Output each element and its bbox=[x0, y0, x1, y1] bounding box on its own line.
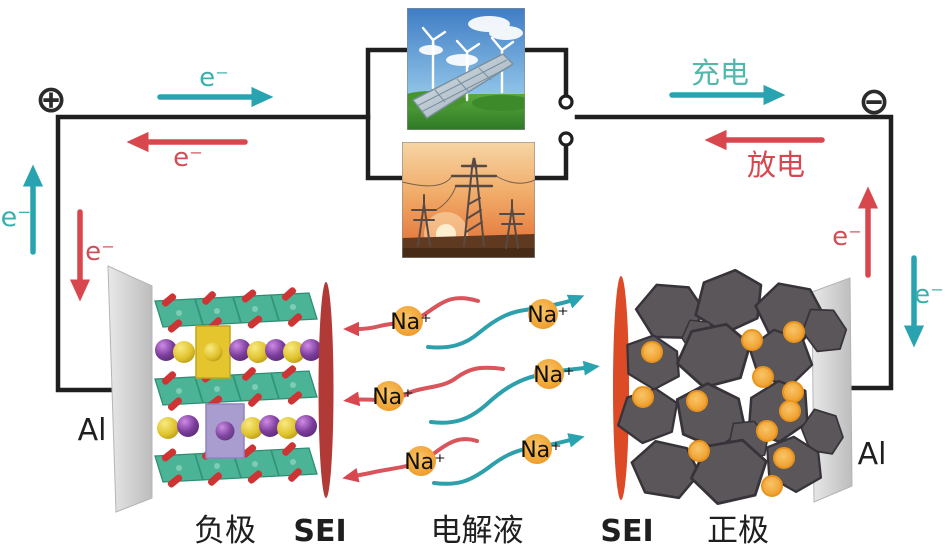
na-ion-label: Na⁺ bbox=[404, 450, 446, 475]
sei-label-left: SEI bbox=[293, 514, 346, 549]
negative-terminal-icon: ⊖ bbox=[858, 79, 890, 123]
anode-label: 负极 bbox=[194, 513, 256, 549]
na-ion-label: Na⁺ bbox=[372, 385, 414, 410]
transmission-towers-icon bbox=[402, 157, 535, 249]
electron-label-right-inner: e⁻ bbox=[832, 222, 862, 252]
na-ion-label: Na⁺ bbox=[527, 303, 569, 328]
electrolyte-label: 电解液 bbox=[431, 513, 524, 549]
electron-label-right-outer: e⁻ bbox=[914, 280, 944, 310]
electron-label-discharge-top: e⁻ bbox=[173, 143, 203, 173]
discharge-label: 放电 bbox=[747, 148, 805, 182]
sei-layer-cathode bbox=[613, 276, 629, 500]
solar-panel-icon bbox=[411, 53, 515, 119]
anode-layered-structure bbox=[154, 286, 322, 489]
electron-flow-arrows bbox=[22, 84, 925, 348]
clouds-icon bbox=[419, 16, 523, 66]
anode-slab-row bbox=[154, 286, 318, 489]
positive-terminal-icon: ⊕ bbox=[35, 77, 67, 121]
renewable-energy-image bbox=[407, 8, 525, 130]
na-ion-label: Na⁺ bbox=[390, 310, 432, 335]
circuit-wires bbox=[55, 47, 894, 393]
electron-label-left-outer: e⁻ bbox=[1, 202, 32, 233]
sei-label-right: SEI bbox=[600, 514, 653, 549]
sodium-ion-chain bbox=[155, 325, 322, 459]
power-grid-image bbox=[402, 142, 535, 258]
switch-contacts-icon bbox=[558, 94, 574, 147]
na-ion-label: Na⁺ bbox=[533, 363, 575, 388]
anode-current-collector bbox=[107, 265, 153, 513]
na-ion-markers: Na⁺ Na⁺ Na⁺ Na⁺ Na⁺ Na⁺ bbox=[372, 299, 575, 476]
charge-label: 充电 bbox=[691, 56, 749, 90]
al-foil-label-left: Al bbox=[78, 413, 107, 448]
electron-label-left-inner: e⁻ bbox=[85, 237, 115, 267]
na-ion-label: Na⁺ bbox=[520, 438, 562, 463]
al-foil-label-right: Al bbox=[858, 437, 887, 472]
cathode-label: 正极 bbox=[707, 513, 769, 549]
sei-layer-anode bbox=[318, 282, 334, 498]
electron-label-charge-top: e⁻ bbox=[199, 63, 229, 93]
